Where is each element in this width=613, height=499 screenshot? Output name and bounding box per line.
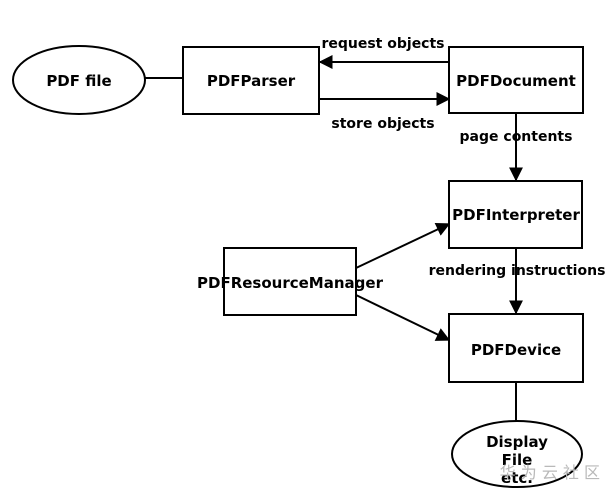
pdf-resource-manager-label: PDFResourceManager xyxy=(197,274,384,292)
pdf-parser-label: PDFParser xyxy=(207,72,296,90)
display-node xyxy=(451,420,583,488)
display-label-line1: Display xyxy=(486,433,548,451)
display-label-line2: File xyxy=(502,451,533,469)
resource-to-device-arrow xyxy=(355,294,451,341)
pdf-device-node xyxy=(448,313,584,383)
pdf-document-label: PDFDocument xyxy=(456,72,576,90)
display-label-line3: etc. xyxy=(501,469,533,487)
connectors xyxy=(145,55,523,421)
pdf-file-label: PDF file xyxy=(46,72,111,90)
pdf-interpreter-node xyxy=(448,180,583,249)
pdf-file-node xyxy=(12,45,146,115)
pdf-document-node xyxy=(448,46,584,114)
request-objects-label: request objects xyxy=(321,36,444,52)
pdf-resource-manager-node xyxy=(223,247,357,316)
store-objects-label: store objects xyxy=(331,116,434,132)
rendering-instructions-label: rendering instructions xyxy=(429,263,606,279)
pdf-parser-node xyxy=(182,46,320,115)
page-contents-label: page contents xyxy=(460,129,573,145)
pdf-interpreter-label: PDFInterpreter xyxy=(452,206,580,224)
watermark-text: 华 为 云 社 区 xyxy=(500,463,600,482)
nodes xyxy=(12,45,584,488)
pdf-device-label: PDFDevice xyxy=(471,341,561,359)
resource-to-interpreter-arrow xyxy=(355,223,451,269)
